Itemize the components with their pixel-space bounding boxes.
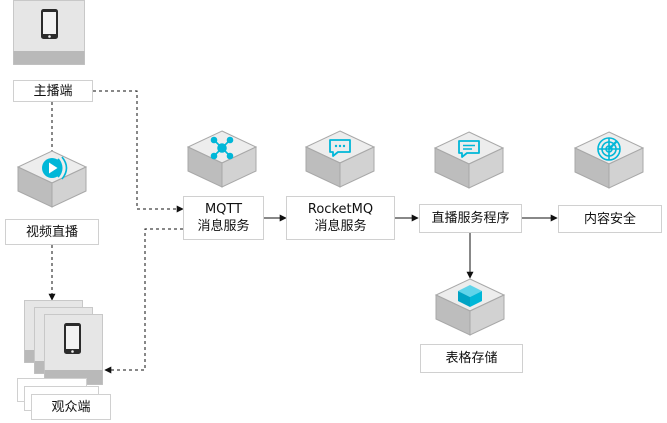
table-store-label: 表格存储 xyxy=(420,344,523,373)
anchor-label: 主播端 xyxy=(13,80,93,102)
smartphone-icon xyxy=(64,323,81,354)
audience-card-front xyxy=(44,314,103,385)
rocketmq-cube xyxy=(302,128,378,190)
content-security-label-text: 内容安全 xyxy=(583,211,636,227)
live-video-icon xyxy=(42,156,68,180)
mqtt-label: MQTT 消息服务 xyxy=(183,196,264,240)
mqtt-cube xyxy=(184,128,260,190)
audience-label-text: 观众端 xyxy=(51,399,91,415)
security-radar-icon xyxy=(597,137,621,161)
video-live-cube xyxy=(14,148,90,210)
table-store-icon xyxy=(458,285,482,307)
chat-bubble-icon xyxy=(458,140,480,158)
live-program-label-text: 直播服务程序 xyxy=(431,211,510,226)
mqtt-label-line2: 消息服务 xyxy=(197,219,250,234)
edge-mqtt-to-audience xyxy=(104,228,183,374)
content-security-cube xyxy=(571,129,647,191)
rocketmq-label-line2: 消息服务 xyxy=(314,219,367,234)
video-live-label-text: 视频直播 xyxy=(25,224,78,240)
table-store-cube xyxy=(432,276,508,338)
content-security-label: 内容安全 xyxy=(558,205,662,233)
mqtt-hub-icon xyxy=(210,136,234,160)
mqtt-label-line1: MQTT xyxy=(204,202,243,217)
message-queue-icon xyxy=(329,139,351,157)
live-program-cube xyxy=(431,129,507,191)
anchor-label-text: 主播端 xyxy=(33,83,73,99)
edge-anchor-to-mqtt xyxy=(93,90,184,213)
table-store-label-text: 表格存储 xyxy=(445,351,498,366)
rocketmq-label: RocketMQ 消息服务 xyxy=(286,196,395,240)
smartphone-icon xyxy=(41,9,58,39)
audience-label: 观众端 xyxy=(31,394,111,420)
anchor-phone-card xyxy=(13,0,85,65)
audience-phone-stack xyxy=(20,298,110,388)
video-live-label: 视频直播 xyxy=(5,219,99,245)
live-program-label: 直播服务程序 xyxy=(419,204,522,233)
rocketmq-label-line1: RocketMQ xyxy=(307,202,374,217)
